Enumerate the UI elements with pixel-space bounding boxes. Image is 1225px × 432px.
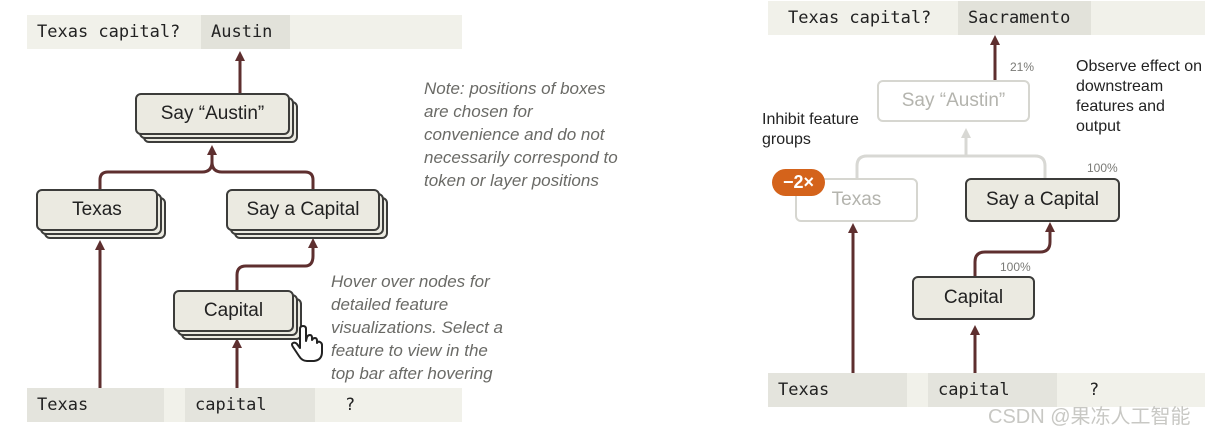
node-say-capital-right[interactable]: Say a Capital	[965, 178, 1120, 222]
annotation-observe: Observe effect on downstream features an…	[1076, 58, 1202, 135]
left-prompt-text: Texas capital?	[37, 22, 181, 42]
edge-capital-to-say-capital	[235, 238, 318, 290]
note-box-positions: Note: positions of boxes are chosen for …	[424, 79, 618, 190]
left-token-texas[interactable]: Texas	[27, 388, 164, 422]
node-say-austin[interactable]: Say “Austin”	[135, 93, 290, 135]
node-say-austin-faded[interactable]: Say “Austin”	[877, 80, 1030, 122]
node-capital[interactable]: Capital	[173, 290, 294, 332]
left-token-question[interactable]: ?	[335, 388, 415, 422]
annotation-inhibit: Inhibit feature groups	[762, 111, 859, 148]
node-capital-right[interactable]: Capital	[912, 276, 1035, 320]
watermark: CSDN @果冻人工智能	[988, 406, 1191, 428]
right-answer-token[interactable]: Sacramento	[958, 1, 1091, 35]
right-prompt-text: Texas capital?	[788, 8, 932, 28]
pct-say-capital: 100%	[1087, 161, 1118, 175]
note-hover-nodes: Hover over nodes for detailed feature vi…	[331, 272, 503, 383]
right-token-capital[interactable]: capital	[928, 373, 1057, 407]
node-texas[interactable]: Texas	[36, 189, 158, 231]
right-token-texas[interactable]: Texas	[768, 373, 907, 407]
pct-capital: 100%	[1000, 260, 1031, 274]
edge-texas-to-say-austin	[98, 145, 217, 190]
left-answer-token[interactable]: Austin	[201, 15, 290, 49]
node-texas-faded[interactable]: Texas	[795, 178, 918, 222]
edge-capital-to-say-capital-right	[973, 222, 1055, 276]
right-token-question[interactable]: ?	[1079, 373, 1159, 407]
node-say-capital[interactable]: Say a Capital	[226, 189, 380, 231]
hand-cursor-icon	[291, 325, 323, 362]
edge-faded-to-say-austin	[855, 154, 1047, 178]
pct-say-austin: 21%	[1010, 60, 1035, 74]
inhibit-badge[interactable]: −2×	[772, 169, 825, 196]
left-token-capital[interactable]: capital	[185, 388, 315, 422]
edge-say-capital-to-say-austin	[210, 161, 315, 190]
